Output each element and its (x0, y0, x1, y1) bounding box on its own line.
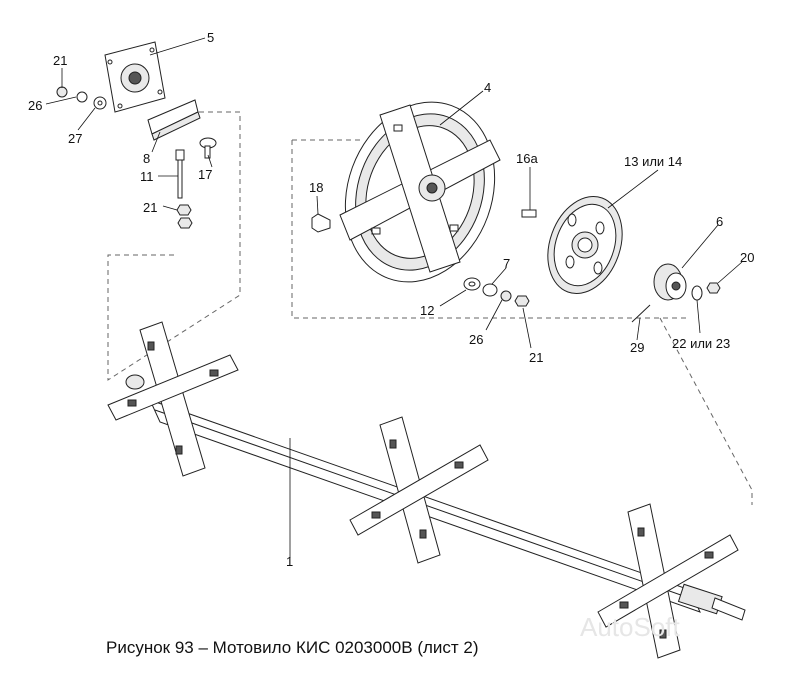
callout-26-top: 26 (28, 98, 42, 113)
watermark: AutoSoft (580, 612, 681, 642)
callout-labels: 5 21 26 27 8 11 17 21 4 18 16а 13 или 14… (28, 30, 754, 569)
group-outline-right (291, 139, 753, 505)
hub-6 (653, 263, 687, 301)
callout-21-low: 21 (529, 350, 543, 365)
callout-16a: 16а (516, 151, 538, 166)
callout-12: 12 (420, 303, 434, 318)
callout-11: 11 (140, 169, 154, 184)
figure-caption: Рисунок 93 – Мотовило КИС 0203000В (лист… (106, 638, 479, 657)
callout-4: 4 (484, 80, 491, 95)
spider-right (597, 503, 739, 659)
circlip-22-23 (691, 285, 703, 301)
callout-7: 7 (503, 256, 510, 271)
callout-29: 29 (630, 340, 644, 355)
group-outline-left (107, 111, 241, 381)
nut-set-left (56, 86, 193, 229)
callout-27: 27 (68, 131, 82, 146)
bolt-16a (521, 209, 537, 218)
bolt-18 (311, 213, 331, 233)
callout-1: 1 (286, 554, 293, 569)
callout-22-23: 22 или 23 (672, 336, 730, 351)
spider-middle (349, 416, 489, 564)
pin-29 (631, 304, 651, 323)
pulley (547, 196, 623, 294)
callout-6: 6 (716, 214, 723, 229)
bolt-vertical (175, 149, 185, 199)
callout-17: 17 (198, 167, 212, 182)
carriage-bolt (199, 137, 217, 159)
callout-13-14: 13 или 14 (624, 154, 682, 169)
callout-20: 20 (740, 250, 754, 265)
callout-21-top: 21 (53, 53, 67, 68)
reel-disc (339, 101, 501, 283)
callout-21-mid: 21 (143, 200, 157, 215)
nut-20 (706, 282, 721, 294)
washer-nut-stack (463, 277, 530, 307)
callout-5: 5 (207, 30, 214, 45)
spider-left (107, 321, 239, 477)
callout-26-low: 26 (469, 332, 483, 347)
bracket-angle (147, 99, 201, 141)
callout-18: 18 (309, 180, 323, 195)
bearing-plate (104, 41, 166, 113)
callout-8: 8 (143, 151, 150, 166)
leader-lines (45, 37, 743, 558)
